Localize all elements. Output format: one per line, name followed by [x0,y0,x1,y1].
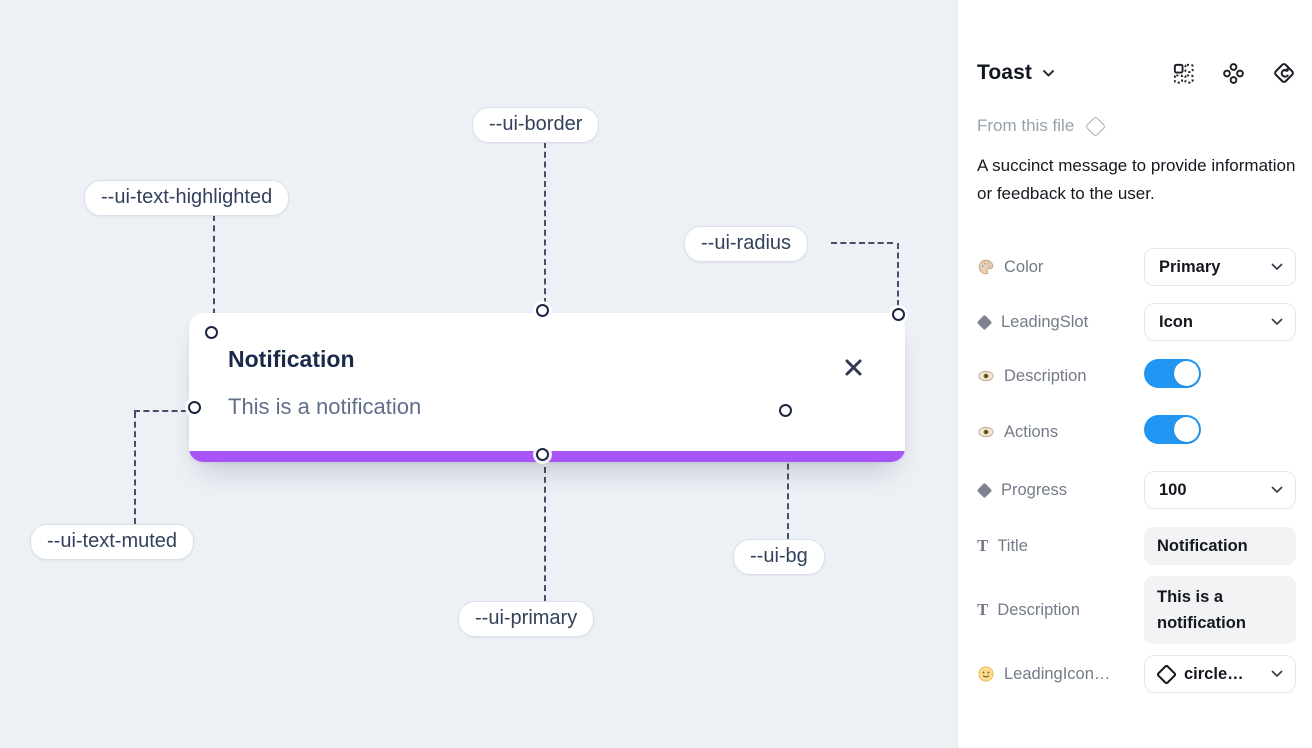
toast-close-button[interactable] [839,353,867,381]
smiley-icon [977,665,995,683]
connector-dot-text-highlighted [205,326,218,339]
actions-toggle[interactable] [1144,415,1201,444]
chevron-down-icon [1042,69,1055,78]
color-select[interactable]: Primary [1144,248,1296,286]
connector-dot-border [536,304,549,317]
description-toggle[interactable] [1144,359,1201,388]
connector-line-text-highlighted [213,215,215,325]
panel-header: Toast [977,56,1296,90]
prop-row-color: Color Primary [977,248,1296,286]
text-icon: T [977,536,989,555]
prop-label-title: T Title [977,536,1028,555]
instance-grid-button[interactable] [1172,62,1195,85]
return-to-component-icon [1272,61,1296,85]
prop-label-leading-icon: LeadingIcon… [977,665,1110,684]
return-to-component-button[interactable] [1272,61,1296,85]
prop-row-leading-slot: LeadingSlot Icon [976,303,1296,341]
instance-grid-icon [1172,62,1195,85]
diamond-icon [976,482,993,498]
connector-line-text-muted-v [134,412,136,524]
source-label: From this file [977,116,1075,135]
connector-line-primary [544,467,546,601]
prop-label-color: Color [977,258,1043,277]
prop-row-leading-icon: LeadingIcon… circle… [977,655,1296,693]
description-input[interactable]: This is a notification [1144,576,1296,644]
var-label-ui-text-highlighted: --ui-text-highlighted [84,180,290,216]
var-label-ui-primary: --ui-primary [458,601,595,637]
prop-row-description: Description [977,359,1296,392]
prop-label-description-text: T Description [977,600,1080,619]
component-name: Toast [977,61,1032,84]
toast-description: This is a notification [228,394,422,419]
var-label-ui-border: --ui-border [472,107,600,143]
eye-icon [977,367,995,385]
toast-card: Notification This is a notification [189,313,905,462]
chevron-down-icon [1271,263,1283,271]
connector-line-radius-v [897,243,899,306]
connector-dot-radius [892,308,905,321]
prop-row-actions: Actions [977,415,1296,448]
progress-select[interactable]: 100 [1144,471,1296,509]
palette-icon [977,258,995,276]
chevron-down-icon [1271,318,1283,326]
prop-label-actions: Actions [977,423,1058,442]
connector-dot-bg [779,404,792,417]
leading-slot-select[interactable]: Icon [1144,303,1296,341]
prop-label-progress: Progress [976,481,1067,500]
title-input[interactable]: Notification [1144,527,1296,565]
connector-line-text-muted-h [134,410,187,412]
prop-label-description: Description [977,367,1087,386]
var-label-ui-text-muted: --ui-text-muted [30,524,195,560]
text-icon: T [977,600,989,619]
diamond-icon [1085,115,1107,137]
chevron-down-icon [1271,486,1283,494]
properties-panel: Toast [957,0,1312,748]
eye-icon [977,423,995,441]
leading-icon-select[interactable]: circle… [1144,655,1296,693]
toast-title: Notification [228,346,355,372]
var-label-ui-radius: --ui-radius [684,226,809,262]
connector-dot-text-muted [188,401,201,414]
connector-dot-primary [536,448,549,461]
connector-line-bg [787,424,789,539]
component-description: A succinct message to provide informatio… [977,156,1296,203]
connector-line-border [544,142,546,304]
var-label-ui-bg: --ui-bg [733,539,825,575]
connector-line-radius-h [831,242,893,244]
canvas: --ui-border --ui-text-highlighted --ui-r… [0,0,957,748]
source-row: From this file [977,115,1107,137]
component-name-dropdown[interactable] [1042,69,1055,78]
diamond-icon [976,314,993,330]
prop-row-progress: Progress 100 [976,471,1296,509]
prop-row-description-text: T Description This is a notification [977,576,1296,644]
components-button[interactable] [1222,62,1245,85]
prop-label-leading-slot: LeadingSlot [976,313,1088,332]
prop-row-title: T Title Notification [977,527,1296,565]
x-icon [843,357,864,378]
chevron-down-icon [1271,670,1283,678]
components-icon [1222,62,1245,85]
diamond-icon [1155,663,1178,685]
